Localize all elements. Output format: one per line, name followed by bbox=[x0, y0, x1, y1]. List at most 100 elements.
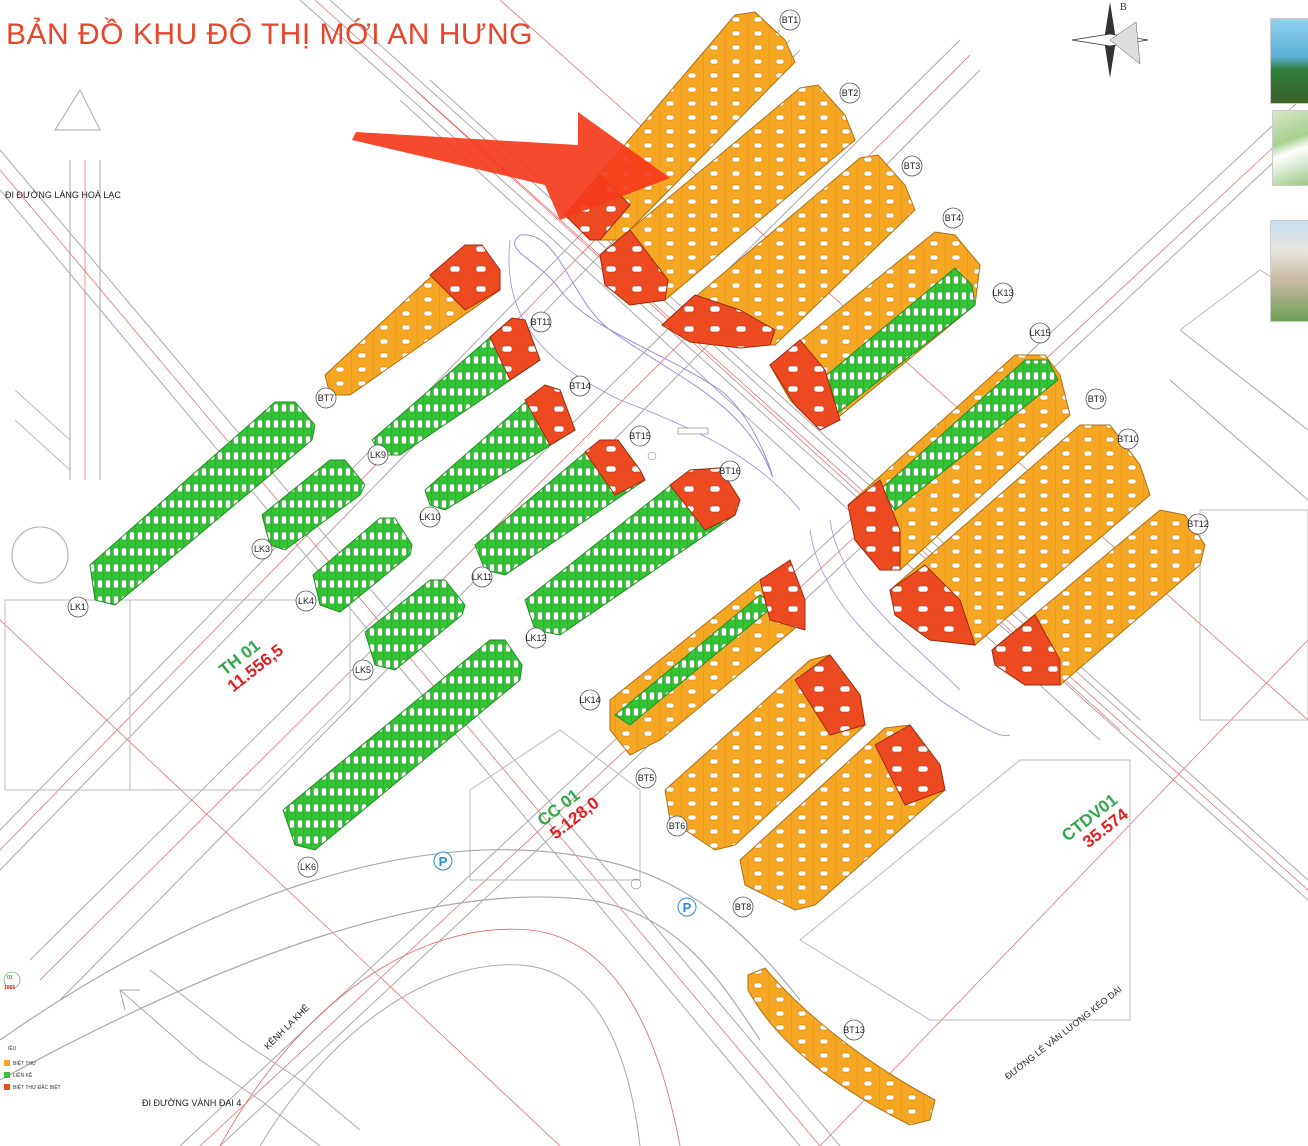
svg-text:P: P bbox=[683, 900, 692, 915]
block-labels: BT1BT2BT3BT4BT5BT6BT7BT8BT9BT10BT11BT12B… bbox=[67, 9, 1209, 1041]
thumbnail-image-2[interactable] bbox=[1272, 110, 1308, 186]
block-lk1[interactable] bbox=[89, 401, 316, 606]
parking-icon-right: P bbox=[677, 897, 697, 917]
block-label-lk13[interactable]: LK13 bbox=[992, 288, 1013, 298]
compass-north-letter: B bbox=[1120, 2, 1127, 13]
block-label-bt16[interactable]: BT16 bbox=[719, 466, 741, 476]
zone-th01[interactable]: TH 01 11.556,5 bbox=[213, 626, 287, 696]
label-circle-lk6 bbox=[297, 856, 319, 878]
block-lk5[interactable] bbox=[364, 579, 466, 671]
label-circle-lk11 bbox=[471, 566, 493, 588]
block-label-bt10[interactable]: BT10 bbox=[1117, 434, 1139, 444]
block-lk10[interactable] bbox=[424, 384, 576, 511]
canal-la-khe: KÊNH LA KHÊ bbox=[262, 1003, 311, 1052]
parking-icon-left: P bbox=[433, 851, 453, 871]
label-circle-bt8 bbox=[732, 896, 754, 918]
block-label-lk5[interactable]: LK5 bbox=[355, 665, 371, 675]
block-label-bt15[interactable]: BT15 bbox=[629, 431, 651, 441]
label-circle-bt13 bbox=[843, 1019, 865, 1041]
block-bt4[interactable] bbox=[769, 231, 981, 431]
label-circle-bt1 bbox=[779, 9, 801, 31]
label-circle-bt9 bbox=[1085, 388, 1107, 410]
block-label-bt8[interactable]: BT8 bbox=[735, 902, 752, 912]
legend-title: IỆU bbox=[8, 1044, 17, 1052]
label-circle-lk3 bbox=[251, 538, 273, 560]
block-label-bt13[interactable]: BT13 bbox=[843, 1025, 865, 1035]
legend-villa: BIỆT THỰ bbox=[13, 1059, 37, 1067]
block-lk14[interactable] bbox=[609, 559, 806, 756]
block-label-bt3[interactable]: BT3 bbox=[904, 161, 921, 171]
block-label-bt2[interactable]: BT2 bbox=[842, 88, 859, 98]
thumbnail-image-1[interactable] bbox=[1270, 18, 1308, 104]
block-lk9[interactable] bbox=[371, 317, 541, 456]
label-circle-bt12 bbox=[1187, 513, 1209, 535]
block-label-lk6[interactable]: LK6 bbox=[300, 862, 316, 872]
road-vanh-dai-4: ĐI ĐƯỜNG VÀNH ĐAI 4 bbox=[142, 1098, 241, 1108]
label-circle-lk13 bbox=[992, 282, 1014, 304]
label-circle-bt4 bbox=[942, 207, 964, 229]
label-circle-bt16 bbox=[719, 460, 741, 482]
label-circle-lk5 bbox=[352, 659, 374, 681]
block-label-bt11[interactable]: BT11 bbox=[531, 317, 552, 327]
legend-townhouse: LIỀN KỀ bbox=[13, 1072, 33, 1079]
block-lk6[interactable] bbox=[282, 639, 523, 851]
road-lang-hoa-lac: ĐI ĐƯỜNG LÁNG HOÀ LẠC bbox=[5, 190, 121, 200]
block-bt10[interactable] bbox=[889, 424, 1151, 646]
label-circle-lk15 bbox=[1029, 322, 1051, 344]
block-label-bt9[interactable]: BT9 bbox=[1088, 394, 1105, 404]
label-circle-lk14 bbox=[579, 689, 601, 711]
label-circle-bt11 bbox=[530, 311, 552, 333]
label-circle-lk4 bbox=[295, 590, 317, 612]
block-lk12[interactable] bbox=[524, 467, 741, 636]
thumbnail-image-3[interactable] bbox=[1270, 220, 1308, 322]
block-label-lk3[interactable]: LK3 bbox=[254, 544, 270, 554]
block-label-lk11[interactable]: LK11 bbox=[472, 572, 492, 582]
legend: IỆU BIỆT THỰ LIỀN KỀ BIỆT THỰ ĐẶC BIỆT 0… bbox=[3, 971, 61, 1091]
label-circle-bt14 bbox=[569, 375, 591, 397]
block-label-lk15[interactable]: LK15 bbox=[1029, 328, 1050, 338]
block-label-lk10[interactable]: LK10 bbox=[419, 512, 440, 522]
label-circle-lk1 bbox=[67, 596, 89, 618]
block-label-bt4[interactable]: BT4 bbox=[945, 213, 962, 223]
block-label-lk1[interactable]: LK1 bbox=[70, 602, 86, 612]
block-label-bt7[interactable]: BT7 bbox=[318, 393, 335, 403]
block-label-lk14[interactable]: LK14 bbox=[579, 695, 600, 705]
compass-icon: B bbox=[1071, 2, 1149, 78]
block-lk3[interactable] bbox=[261, 459, 366, 551]
label-circle-lk10 bbox=[419, 506, 441, 528]
block-bt8[interactable] bbox=[739, 724, 946, 911]
block-bt2[interactable] bbox=[599, 84, 856, 306]
block-label-bt5[interactable]: BT5 bbox=[638, 773, 655, 783]
block-bt3[interactable] bbox=[661, 154, 916, 349]
block-bt9[interactable] bbox=[847, 354, 1071, 571]
park-features bbox=[630, 427, 709, 890]
block-label-lk9[interactable]: LK9 bbox=[370, 450, 386, 460]
label-circle-lk9 bbox=[367, 444, 389, 466]
block-lk4[interactable] bbox=[312, 517, 413, 613]
label-circle-bt3 bbox=[901, 155, 923, 177]
zone-ctdv01[interactable]: CTDV01 35.574 bbox=[1058, 790, 1132, 859]
road-le-van-luong: ĐƯỜNG LÊ VĂN LƯƠNG KÉO DÀI bbox=[1003, 984, 1124, 1081]
block-label-lk4[interactable]: LK4 bbox=[298, 596, 314, 606]
block-label-bt1[interactable]: BT1 bbox=[782, 15, 799, 25]
label-circle-bt5 bbox=[635, 767, 657, 789]
block-bt12[interactable] bbox=[991, 509, 1206, 686]
legend-sample-area: 1055 bbox=[4, 985, 15, 991]
legend-special-villa: BIỆT THỰ ĐẶC BIỆT bbox=[13, 1083, 61, 1091]
block-label-bt6[interactable]: BT6 bbox=[669, 821, 686, 831]
label-circle-bt10 bbox=[1117, 428, 1139, 450]
legend-sample-code: 01 bbox=[7, 975, 13, 981]
page-title: BẢN ĐỒ KHU ĐÔ THỊ MỚI AN HƯNG bbox=[6, 18, 534, 51]
block-label-lk12[interactable]: LK12 bbox=[525, 633, 546, 643]
svg-text:P: P bbox=[439, 854, 448, 869]
block-label-bt14[interactable]: BT14 bbox=[569, 381, 591, 391]
label-circle-bt6 bbox=[666, 815, 688, 837]
block-bt13[interactable] bbox=[747, 967, 936, 1126]
label-circle-bt2 bbox=[839, 82, 861, 104]
block-lk11[interactable] bbox=[474, 439, 646, 576]
block-label-bt12[interactable]: BT12 bbox=[1187, 519, 1209, 529]
label-circle-bt7 bbox=[315, 387, 337, 409]
zone-cc01[interactable]: CC 01 5.128,0 bbox=[534, 779, 603, 844]
